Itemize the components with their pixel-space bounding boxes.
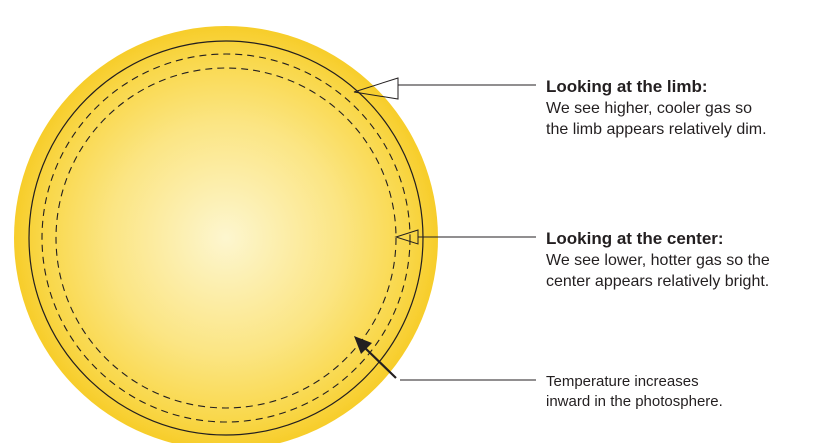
outer-solid-ring <box>28 40 424 436</box>
temperature-annotation: Temperature increases inward in the phot… <box>546 372 723 412</box>
temperature-arrow-shaft <box>362 345 397 379</box>
sun-disk <box>14 26 438 443</box>
center-arrowhead <box>394 229 419 245</box>
limb-annotation-line-1: We see higher, cooler gas so <box>546 100 753 117</box>
center-annotation-line-1: We see lower, hotter gas so the <box>546 252 770 269</box>
center-annotation-title: Looking at the center: <box>546 229 724 248</box>
center-annotation: Looking at the center: We see lower, hot… <box>546 228 770 292</box>
center-annotation-line-2: center appears relatively bright. <box>546 273 770 290</box>
temperature-arrowhead <box>354 336 372 354</box>
limb-annotation-title: Looking at the limb: <box>546 77 708 96</box>
outer-dashed-ring <box>41 53 411 423</box>
limb-arrowhead <box>353 77 399 100</box>
temperature-annotation-line-1: Temperature increases <box>546 373 699 390</box>
temperature-annotation-line-2: inward in the photosphere. <box>546 393 723 410</box>
limb-annotation-line-2: the limb appears relatively dim. <box>546 121 767 138</box>
inner-dashed-ring <box>55 67 397 409</box>
limb-annotation: Looking at the limb: We see higher, cool… <box>546 76 767 140</box>
